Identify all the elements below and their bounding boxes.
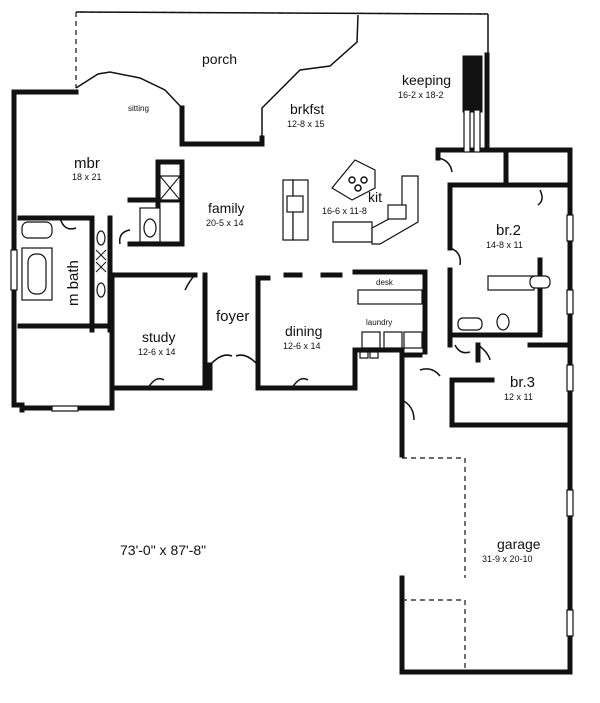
room-dims-br2: 14-8 x 11 [486,240,523,250]
porch-outline [75,11,489,138]
room-name-family: family [208,200,245,216]
room-name-kit: kit [368,189,382,205]
overall-dimensions: 73'-0" x 87'-8" [120,542,206,558]
room-dims-study: 12-6 x 14 [138,347,176,357]
room-name-dining: dining [285,323,322,339]
room-name-keeping: keeping [402,72,451,88]
kitchen-fixtures [282,159,423,359]
room-name-garage: garage [497,536,541,552]
room-name-laundry: laundry [366,318,392,327]
interior-walls [17,147,573,391]
bath-fixtures [21,175,551,331]
room-labels: porch sitting keeping 16-2 x 18-2 brkfst… [65,51,541,564]
room-dims-dining: 12-6 x 14 [283,341,321,351]
room-name-study: study [142,329,175,345]
room-name-br3: br.3 [510,374,535,391]
garage-openings [399,457,466,672]
windows [10,109,574,637]
room-name-porch: porch [202,51,237,67]
room-name-sitting: sitting [128,104,149,113]
room-dims-kit: 16-6 x 11-8 [322,206,367,216]
room-dims-family: 20-5 x 14 [206,218,244,228]
room-dims-mbr: 18 x 21 [72,172,102,182]
room-name-br2: br.2 [496,222,521,239]
room-dims-keeping: 16-2 x 18-2 [398,90,444,100]
room-name-mbath: m bath [65,260,82,306]
door-swings [59,157,543,421]
room-name-desk: desk [376,278,394,287]
room-dims-garage: 31-9 x 20-10 [482,554,533,564]
room-name-mbr: mbr [74,155,100,172]
room-name-foyer: foyer [216,308,249,325]
room-dims-br3: 12 x 11 [504,392,533,402]
exterior-walls [11,52,573,675]
room-dims-brkfst: 12-8 x 15 [287,119,325,129]
room-name-brkfst: brkfst [290,101,324,117]
